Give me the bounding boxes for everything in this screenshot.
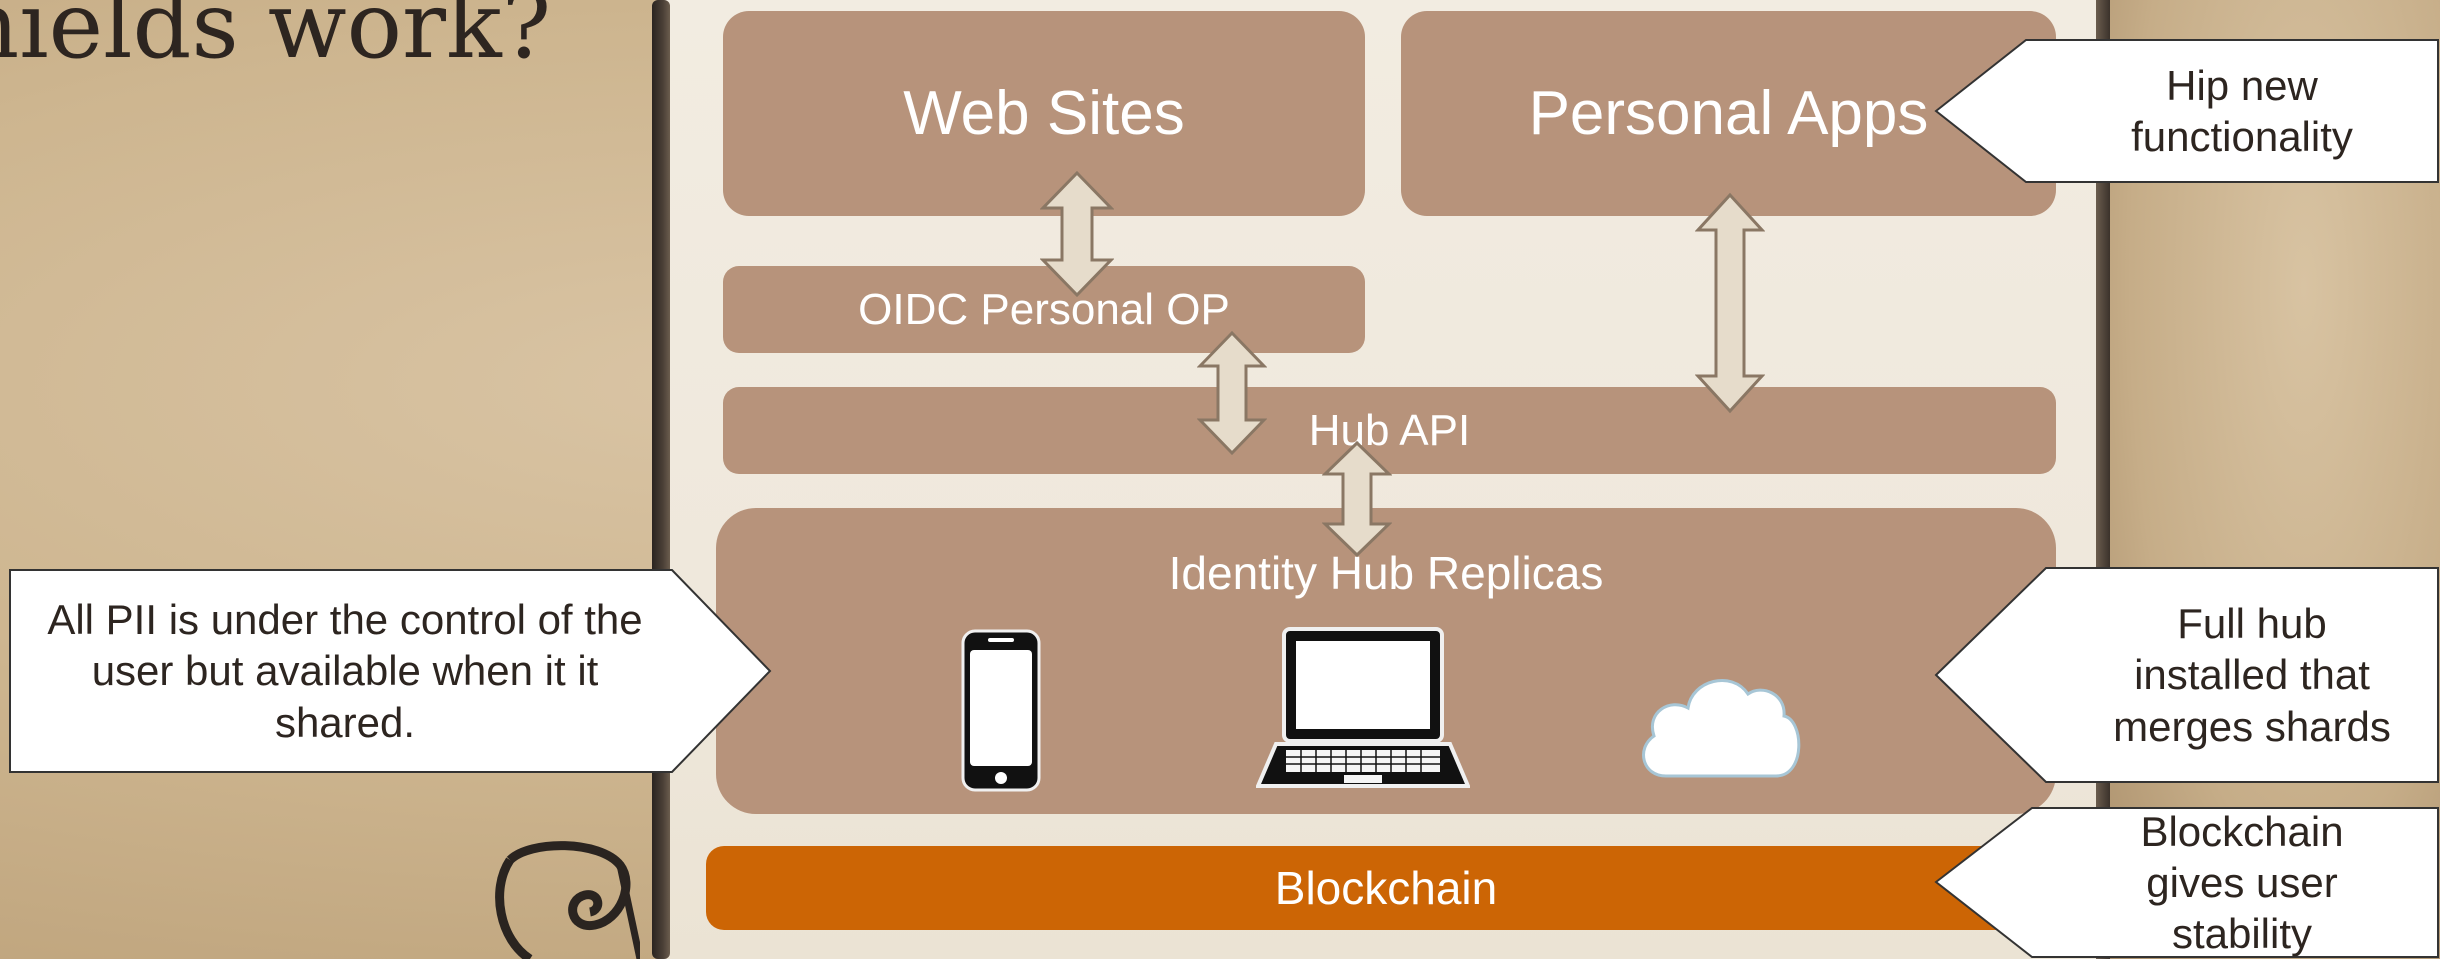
- callout-pii: All PII is under the control of the user…: [8, 568, 772, 774]
- callout-pii-text: All PII is under the control of the user…: [47, 596, 643, 746]
- callout-hip-new-text: Hip new functionality: [2131, 61, 2353, 160]
- scroll-curl-icon: [495, 841, 640, 959]
- callout-blockchain-gives-text: Blockchain gives user stability: [2140, 807, 2344, 958]
- oidc-personal-op-box: OIDC Personal OP: [723, 266, 1365, 353]
- identity-hub-replicas-label: Identity Hub Replicas: [1168, 547, 1604, 599]
- web-sites-box: Web Sites: [723, 11, 1365, 216]
- arrow-web-sites-oidc-icon: [1040, 170, 1114, 298]
- scroll-edge-left: [652, 0, 670, 959]
- callout-full-hub: Full hub installed that merges shards: [1934, 566, 2440, 784]
- slide-title: nields work?: [0, 0, 552, 79]
- laptop-icon: [1256, 627, 1470, 788]
- cloud-icon: [1642, 679, 1801, 778]
- arrow-hub-api-replicas-icon: [1322, 440, 1392, 558]
- blockchain-bar: Blockchain: [706, 846, 2066, 930]
- arrow-oidc-hub-api-icon: [1197, 330, 1267, 456]
- phone-icon: [961, 629, 1041, 792]
- callout-full-hub-text: Full hub installed that merges shards: [2113, 600, 2391, 750]
- callout-blockchain-gives: Blockchain gives user stability: [1934, 806, 2440, 959]
- callout-hip-new-functionality: Hip new functionality: [1934, 38, 2440, 184]
- arrow-personal-apps-hub-api-icon: [1695, 192, 1765, 414]
- hub-api-box: Hub API: [723, 387, 2056, 474]
